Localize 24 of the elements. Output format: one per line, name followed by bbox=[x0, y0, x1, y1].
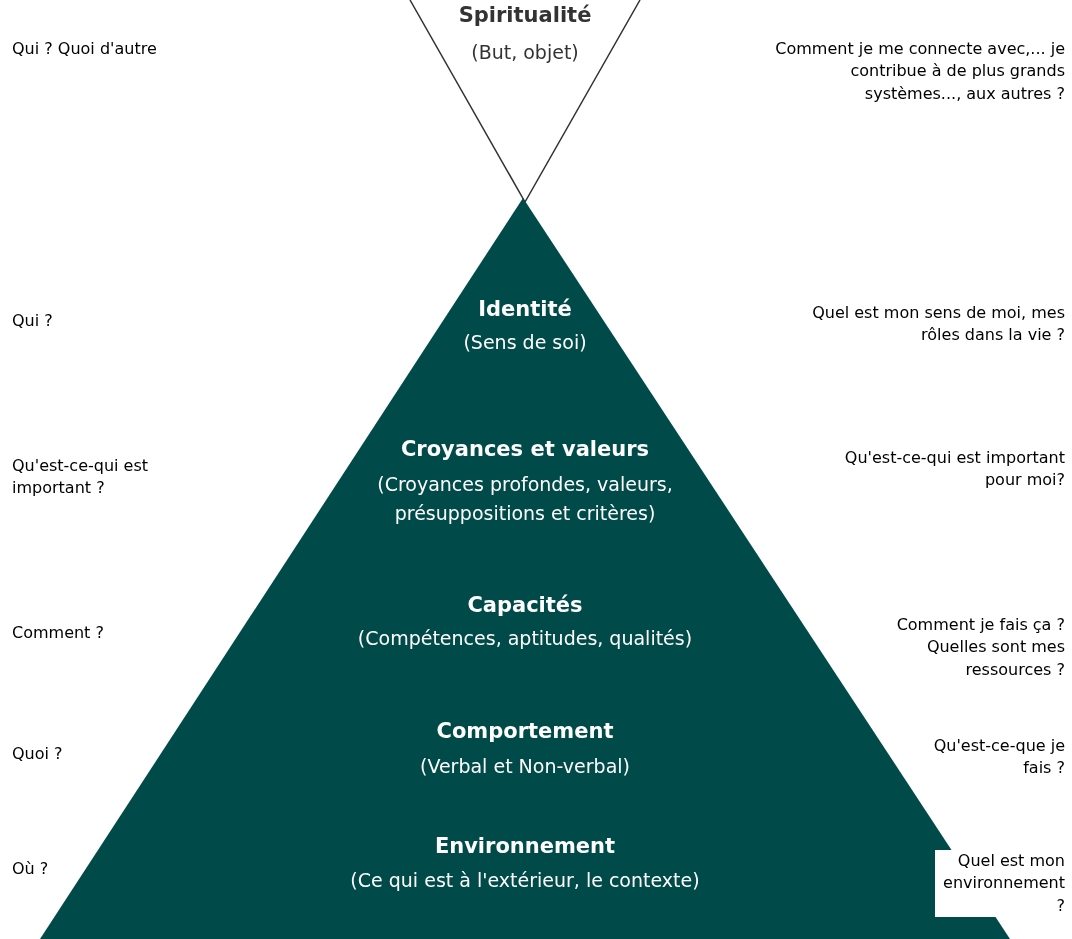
level-title: Identité bbox=[477, 296, 573, 323]
question-text: Quel est mon sens de moi, mes rôles dans la vie ? bbox=[811, 302, 1065, 347]
question-text: Qu'est-ce-qui est important pour moi? bbox=[843, 447, 1065, 492]
level-title: Capacités bbox=[466, 592, 584, 619]
level-description: (Ce qui est à l'extérieur, le contexte) bbox=[349, 868, 701, 893]
level-description: (Croyances profondes, valeurs, présuppositions et critères) bbox=[376, 472, 674, 526]
level-title: Spiritualité bbox=[457, 2, 593, 29]
level-description: (But, objet) bbox=[470, 40, 580, 65]
level-description: (Sens de soi) bbox=[462, 330, 588, 355]
level-title: Environnement bbox=[433, 833, 617, 860]
question-text: Où ? bbox=[12, 858, 50, 880]
question-text: Qu'est-ce-que je fais ? bbox=[932, 735, 1065, 780]
question-text: Qui ? bbox=[12, 310, 54, 332]
question-text: Qu'est-ce-qui est important ? bbox=[12, 455, 150, 500]
level-title: Croyances et valeurs bbox=[399, 436, 651, 463]
question-text: Quel est mon environnement ? bbox=[935, 850, 1065, 918]
level-description: (Compétences, aptitudes, qualités) bbox=[356, 626, 694, 651]
question-text: Comment ? bbox=[12, 622, 105, 644]
question-text: Comment je fais ça ? Quelles sont mes ressources ? bbox=[895, 614, 1065, 681]
question-text: Quoi ? bbox=[12, 743, 64, 765]
level-title: Comportement bbox=[435, 718, 615, 745]
question-text: Comment je me connecte avec,... je contribue à de plus grands systèmes..., aux autres ? bbox=[774, 38, 1065, 105]
question-text: Qui ? Quoi d'autre bbox=[12, 38, 158, 60]
level-description: (Verbal et Non-verbal) bbox=[419, 754, 631, 779]
